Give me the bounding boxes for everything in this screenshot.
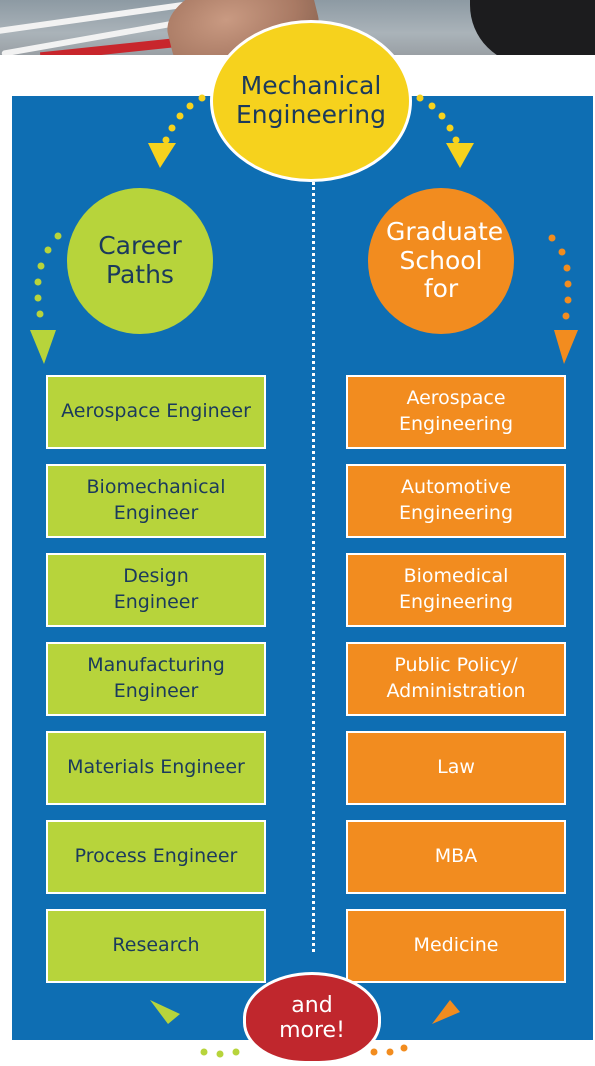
graduate-box: MBA <box>346 820 566 894</box>
career-box: Materials Engineer <box>46 731 266 805</box>
mechanical-engineering-label: Mechanical Engineering <box>236 71 386 129</box>
career-box: Research <box>46 909 266 983</box>
career-box: Design Engineer <box>46 553 266 627</box>
graduate-box: Aerospace Engineering <box>346 375 566 449</box>
graduate-label: Biomedical Engineering <box>399 565 513 613</box>
graduate-label: Law <box>437 756 475 779</box>
graduate-box: Automotive Engineering <box>346 464 566 538</box>
career-box: Aerospace Engineer <box>46 375 266 449</box>
graduate-label: MBA <box>434 845 478 868</box>
career-paths-label: Career Paths <box>98 231 182 289</box>
career-label: Process Engineer <box>74 845 238 868</box>
career-label: Design Engineer <box>113 565 199 613</box>
graduate-label: Public Policy/ Administration <box>386 654 526 702</box>
career-label: Manufacturing Engineer <box>87 654 225 702</box>
graduate-box: Law <box>346 731 566 805</box>
career-paths-circle: Career Paths <box>67 188 213 334</box>
graduate-school-label: Graduate School for <box>386 216 504 304</box>
graduate-school-circle: Graduate School for <box>368 188 514 334</box>
career-box: Biomechanical Engineer <box>46 464 266 538</box>
graduate-box: Public Policy/ Administration <box>346 642 566 716</box>
career-label: Biomechanical Engineer <box>86 476 226 524</box>
career-label: Aerospace Engineer <box>61 400 251 423</box>
career-box: Manufacturing Engineer <box>46 642 266 716</box>
graduate-label: Medicine <box>413 934 499 957</box>
career-label: Materials Engineer <box>67 756 245 779</box>
graduate-box: Biomedical Engineering <box>346 553 566 627</box>
career-box: Process Engineer <box>46 820 266 894</box>
graduate-label: Automotive Engineering <box>399 476 513 524</box>
and-more-label: and more! <box>279 992 345 1043</box>
graduate-label: Aerospace Engineering <box>399 387 513 435</box>
and-more-circle: and more! <box>243 972 381 1064</box>
career-label: Research <box>112 934 200 957</box>
mechanical-engineering-circle: Mechanical Engineering <box>210 20 412 182</box>
center-divider <box>312 182 315 952</box>
graduate-box: Medicine <box>346 909 566 983</box>
